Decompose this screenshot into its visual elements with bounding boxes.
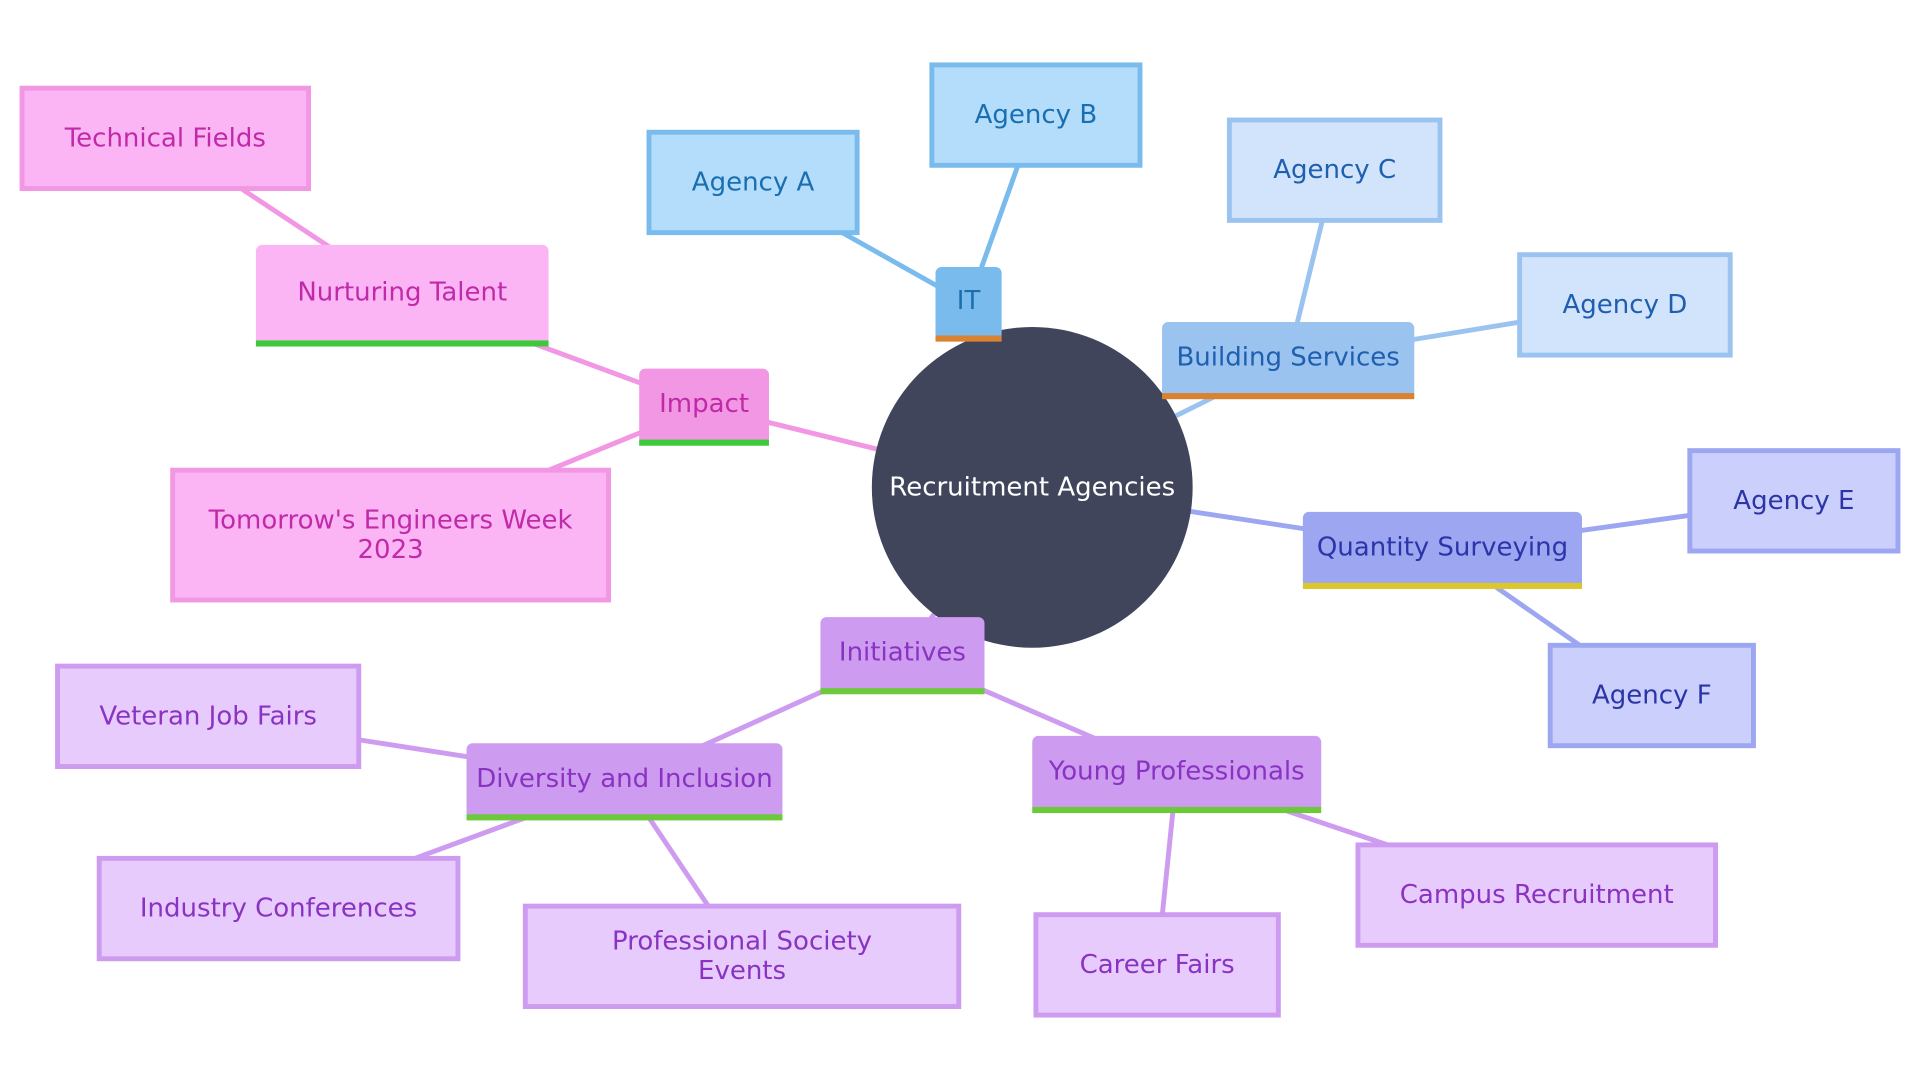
- veteran-job-fairs-box: [55, 663, 362, 769]
- agency-b-label: Agency B: [975, 100, 1098, 130]
- career-fairs-label: Career Fairs: [1080, 950, 1235, 980]
- building-services-underline: [1162, 393, 1415, 400]
- it-box: [935, 266, 1002, 341]
- node-agency-d[interactable]: Agency D: [1517, 252, 1733, 358]
- agency-d-box: [1517, 252, 1733, 358]
- nurturing-talent-label: Nurturing Talent: [297, 278, 507, 308]
- quantity-surveying-label: Quantity Surveying: [1317, 532, 1568, 562]
- node-agency-a[interactable]: Agency A: [646, 129, 860, 236]
- professional-society-events-box: [522, 903, 962, 1009]
- node-layer: Recruitment Agencies IT Agency A Agency B Bu…: [19, 62, 1901, 1018]
- agency-d-label: Agency D: [1563, 290, 1688, 320]
- node-building-services[interactable]: Building Services: [1162, 322, 1415, 400]
- veteran-job-fairs-label: Veteran Job Fairs: [99, 701, 317, 731]
- node-industry-conferences[interactable]: Industry Conferences: [96, 855, 461, 962]
- agency-b-box: [929, 62, 1143, 168]
- node-nurturing-talent[interactable]: Nurturing Talent: [255, 244, 549, 347]
- nurturing-talent-box: [255, 244, 549, 346]
- node-agency-c[interactable]: Agency C: [1226, 117, 1443, 223]
- agency-f-box: [1547, 642, 1756, 749]
- building-services-box: [1162, 322, 1415, 398]
- node-agency-f[interactable]: Agency F: [1547, 642, 1756, 749]
- agency-c-label: Agency C: [1273, 155, 1396, 185]
- node-initiatives[interactable]: Initiatives: [820, 617, 985, 695]
- root-circle: [871, 326, 1193, 648]
- building-services-label: Building Services: [1176, 343, 1399, 373]
- diversity-and-inclusion-label: Diversity and Inclusion: [476, 764, 772, 794]
- node-root[interactable]: Recruitment Agencies: [871, 326, 1193, 648]
- node-technical-fields[interactable]: Technical Fields: [19, 85, 312, 192]
- node-young-professionals[interactable]: Young Professionals: [1032, 735, 1322, 814]
- node-campus-recruitment[interactable]: Campus Recruitment: [1355, 842, 1718, 948]
- impact-underline: [639, 439, 769, 446]
- campus-recruitment-box: [1355, 842, 1718, 948]
- young-professionals-label: Young Professionals: [1048, 756, 1305, 786]
- initiatives-box: [820, 617, 985, 694]
- quantity-surveying-box: [1302, 511, 1583, 588]
- quantity-surveying-underline: [1302, 582, 1583, 589]
- it-label: IT: [957, 286, 981, 316]
- it-underline: [935, 335, 1002, 342]
- node-impact[interactable]: Impact: [639, 368, 769, 446]
- tomorrows-engineers-week-2023-box: [170, 467, 612, 603]
- initiatives-underline: [820, 688, 985, 695]
- young-professionals-underline: [1032, 806, 1322, 814]
- agency-a-box: [646, 129, 860, 236]
- agency-e-box: [1687, 448, 1901, 554]
- node-agency-b[interactable]: Agency B: [929, 62, 1143, 168]
- root-label: Recruitment Agencies: [889, 472, 1175, 502]
- campus-recruitment-label: Campus Recruitment: [1400, 880, 1674, 910]
- young-professionals-box: [1032, 735, 1322, 812]
- agency-f-label: Agency F: [1592, 681, 1712, 711]
- node-diversity-and-inclusion[interactable]: Diversity and Inclusion: [466, 743, 783, 821]
- agency-a-label: Agency A: [692, 167, 815, 197]
- impact-box: [639, 368, 769, 445]
- node-quantity-surveying[interactable]: Quantity Surveying: [1302, 511, 1583, 589]
- technical-fields-box: [19, 85, 312, 192]
- industry-conferences-box: [96, 855, 461, 962]
- impact-label: Impact: [659, 389, 749, 419]
- industry-conferences-label: Industry Conferences: [140, 894, 417, 924]
- career-fairs-box: [1033, 912, 1281, 1018]
- diversity-and-inclusion-underline: [466, 814, 783, 821]
- node-agency-e[interactable]: Agency E: [1687, 448, 1901, 554]
- agency-c-box: [1226, 117, 1443, 223]
- nurturing-talent-underline: [255, 340, 549, 347]
- node-it[interactable]: IT: [935, 266, 1002, 342]
- node-career-fairs[interactable]: Career Fairs: [1033, 912, 1281, 1018]
- agency-e-label: Agency E: [1733, 486, 1854, 516]
- node-veteran-job-fairs[interactable]: Veteran Job Fairs: [55, 663, 362, 769]
- diversity-and-inclusion-box: [466, 743, 783, 820]
- technical-fields-label: Technical Fields: [64, 123, 266, 153]
- initiatives-label: Initiatives: [839, 638, 966, 668]
